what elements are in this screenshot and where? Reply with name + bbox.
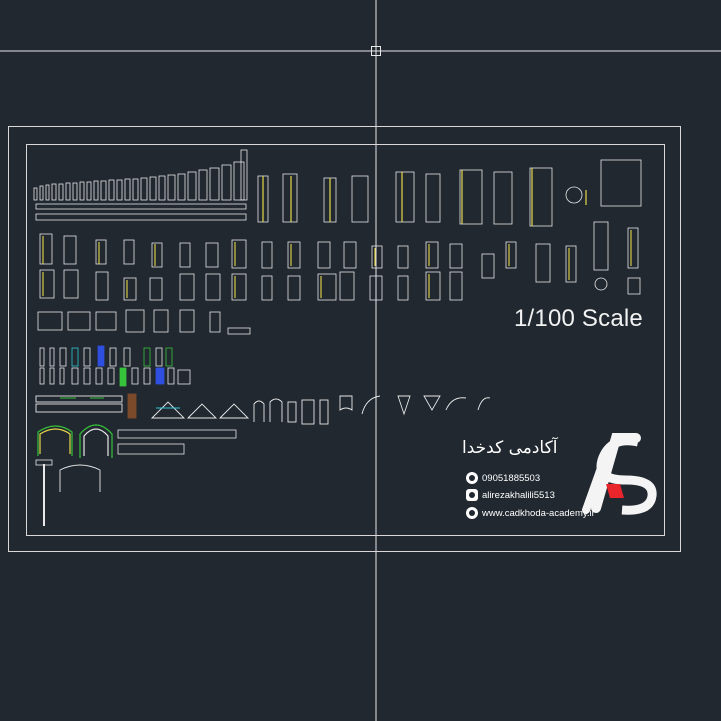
instagram-handle: alirezakhalili5513 — [482, 489, 555, 501]
sheet-border-inner — [26, 144, 665, 536]
column-details — [257, 159, 642, 227]
cornice-and-pediment-details — [35, 393, 491, 425]
window-elevations — [39, 221, 641, 301]
scale-label: 1/100 Scale — [514, 305, 643, 332]
phone-icon — [466, 472, 478, 484]
sheet-border-outer — [8, 126, 681, 552]
cursor-pickbox-icon — [371, 46, 381, 56]
website-url: www.cadkhoda-academy.ir — [482, 507, 595, 519]
small-detail-blocks — [37, 309, 251, 335]
academy-title: آکادمی کدخدا — [462, 438, 558, 458]
ornament-tile-strip — [35, 203, 247, 221]
phone-row: 09051885503 — [466, 471, 540, 485]
arch-and-fence-details — [35, 424, 237, 526]
phone-number: 09051885503 — [482, 472, 541, 484]
dimension-markers — [262, 168, 587, 226]
academy-logo — [582, 433, 657, 515]
instagram-row: alirezakhalili5513 — [466, 488, 555, 502]
instagram-icon — [466, 489, 478, 501]
window-dimension-markers — [42, 230, 632, 298]
website-row: www.cadkhoda-academy.ir — [466, 506, 595, 520]
colored-detail-marks — [60, 397, 180, 409]
colored-balusters — [39, 345, 191, 387]
globe-icon — [466, 507, 478, 519]
baluster-sequence — [33, 149, 248, 201]
